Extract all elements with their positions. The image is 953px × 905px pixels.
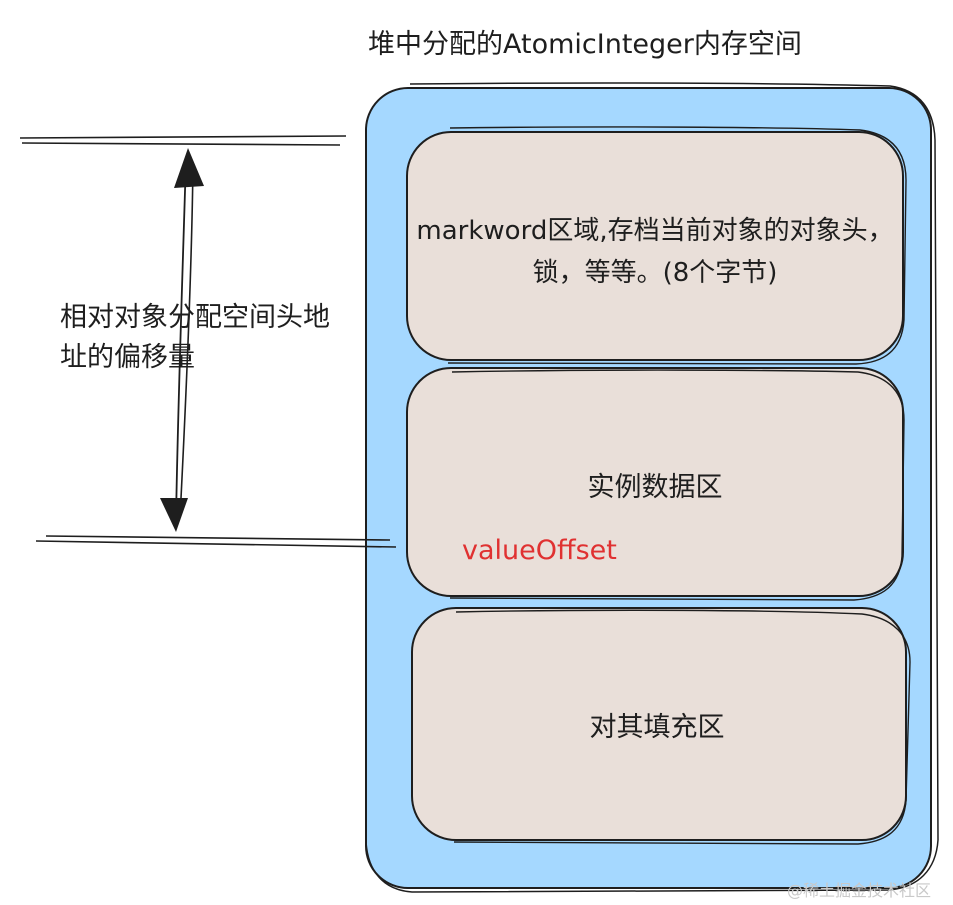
instance-data-region [406, 367, 905, 601]
diagram-title: 堆中分配的AtomicInteger内存空间 [368, 29, 802, 60]
arrow-head-up [174, 148, 204, 188]
padding-region [411, 607, 911, 845]
watermark: @稀土掘金技术社区 [787, 881, 932, 900]
value-offset-line [35, 535, 397, 548]
offset-arrow [160, 148, 204, 532]
instance-data-label: 实例数据区 [587, 472, 723, 503]
value-offset-label: valueOffset [462, 535, 617, 566]
header-address-line [19, 135, 347, 146]
markword-label: markword区域,存档当前对象的对象头，锁，等等。(8个字节) [416, 216, 894, 288]
markword-region [406, 126, 907, 365]
arrow-head-down [160, 498, 188, 532]
offset-label: 相对对象分配空间头地址的偏移量 [60, 302, 330, 373]
padding-label: 对其填充区 [589, 712, 725, 743]
